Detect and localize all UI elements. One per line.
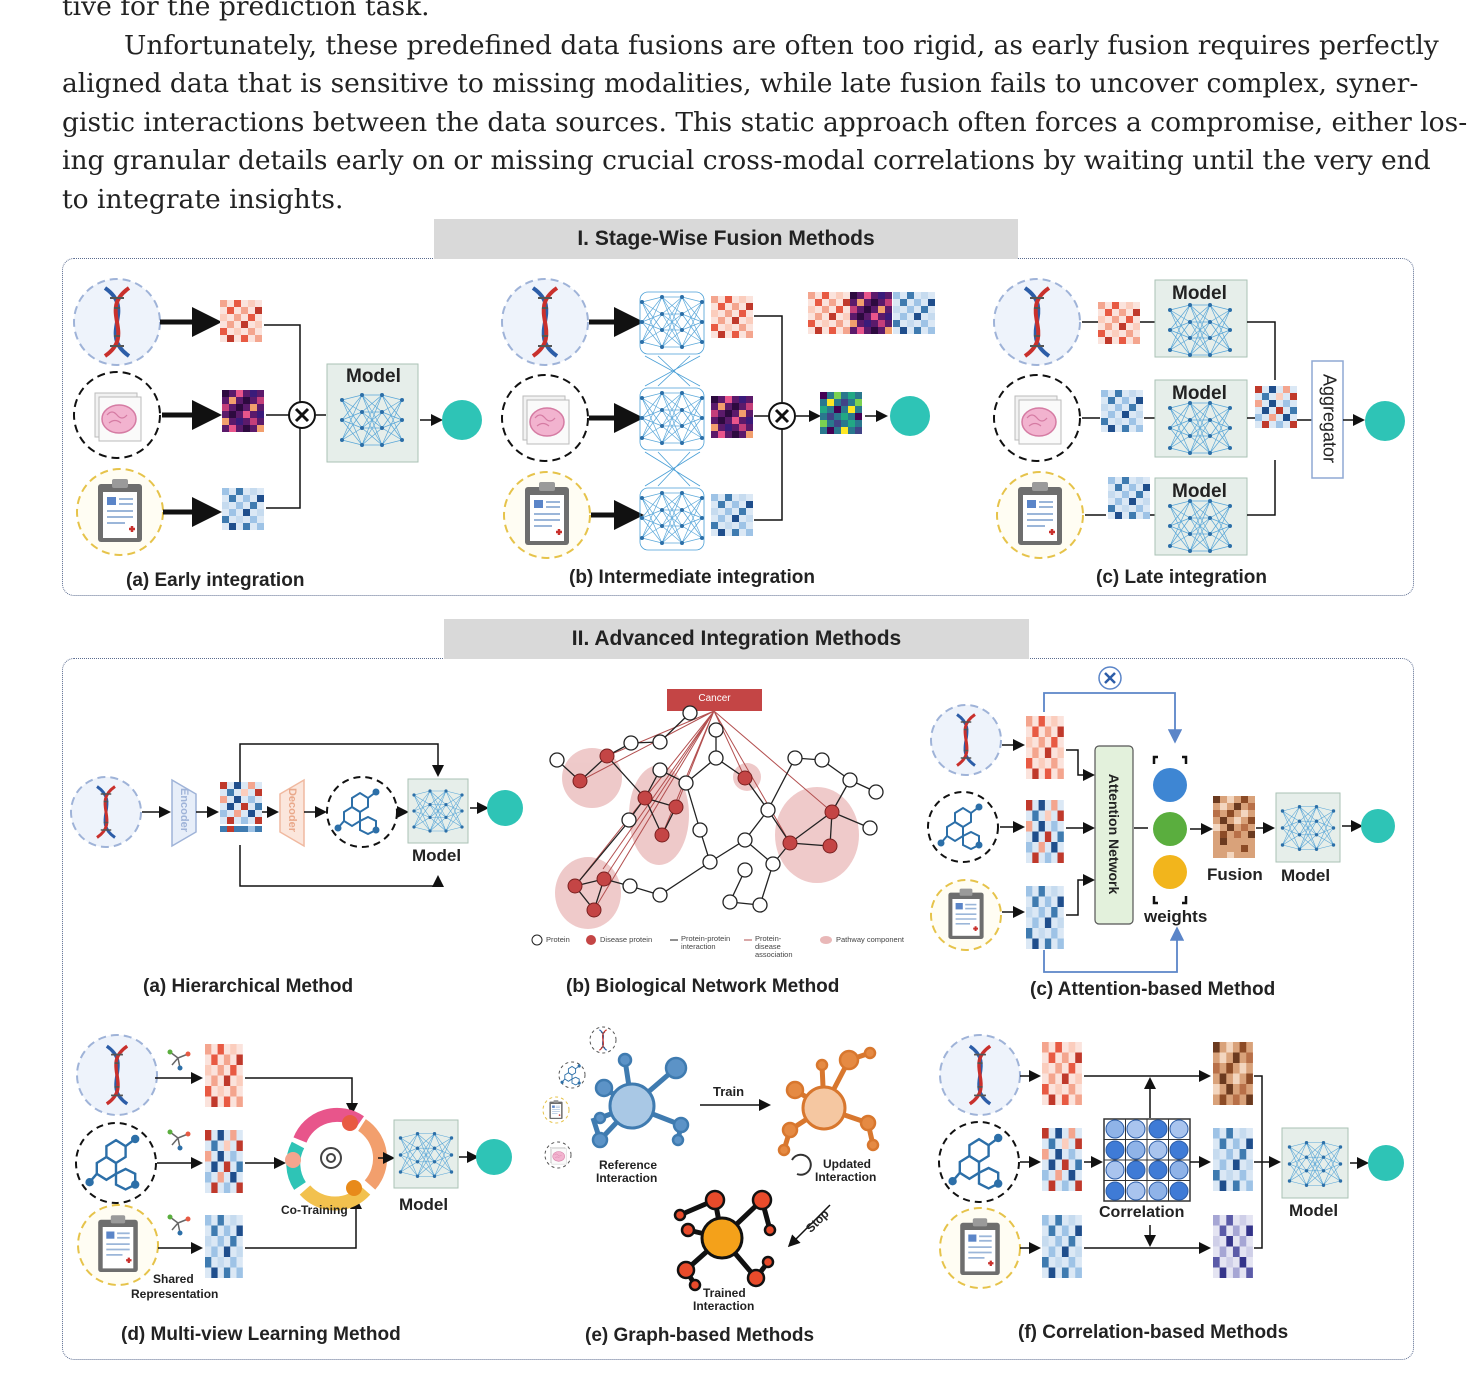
correlation-label: Correlation (1099, 1204, 1185, 1221)
correlation-diagram (938, 1034, 1404, 1289)
attention-diagram (927, 666, 1395, 973)
caption-early-integration: (a) Early integration (126, 570, 305, 591)
paragraph-line: aligned data that is sensitive to missin… (62, 68, 1419, 99)
model-label: Model (412, 846, 462, 865)
model-label: Model (1289, 1201, 1339, 1220)
encoder-label: Encoder (178, 787, 190, 832)
shared-label: Shared (153, 1272, 194, 1286)
aggregator-box (1311, 360, 1344, 479)
model-label: Model (1281, 866, 1331, 885)
caption-graph-based: (e) Graph-based Methods (585, 1325, 815, 1346)
legend-protein: Protein (546, 935, 570, 944)
paragraph-line: gistic interactions between the data sou… (62, 106, 1468, 138)
paragraph-line: to integrate insights. (62, 183, 344, 215)
graph-based-diagram (542, 1026, 880, 1292)
decoder-label: Decoder (286, 787, 298, 833)
legend-pda: Protein-disease association (755, 934, 793, 959)
co-training-label: Co-Training (281, 1203, 348, 1217)
legend-disease-protein: Disease protein (600, 935, 653, 944)
representation-label: Representation (131, 1287, 219, 1301)
late-integration-diagram (993, 278, 1405, 559)
paragraph-line: ing granular details early on or missing… (62, 145, 1431, 176)
early-integration-diagram (73, 278, 482, 556)
caption-intermediate-integration: (b) Intermediate integration (569, 567, 815, 588)
caption-attention: (c) Attention-based Method (1030, 979, 1276, 1000)
encoder-shape (171, 778, 197, 848)
paragraph-line: Unfortunately, these predefined data fus… (124, 29, 1439, 61)
model-label: Model (346, 366, 401, 387)
brain-slide-icon (94, 392, 142, 442)
model-label: Model (1172, 283, 1227, 304)
paragraph-line: tive for the prediction task. (62, 0, 430, 22)
updated-label: Updated (823, 1157, 871, 1171)
legend-ppi: Protein-protein interaction (681, 934, 731, 951)
hierarchical-diagram (70, 743, 523, 887)
clinical-clipboard-icon (96, 477, 144, 544)
section-title: II. Advanced Integration Methods (444, 619, 1029, 659)
multiply-icon (287, 400, 317, 430)
cancer-node-label: Cancer (698, 693, 731, 704)
trained-label: Trained (703, 1286, 746, 1300)
biological-network-diagram (531, 689, 884, 946)
decoder-shape (279, 778, 305, 848)
attention-network-label: Attention Network (1106, 773, 1122, 895)
model-label: Model (1172, 481, 1227, 502)
intro-paragraph: tive for the prediction task. Unfortunat… (62, 0, 1468, 219)
model-label: Model (1172, 383, 1227, 404)
cycle-icon (791, 1153, 812, 1176)
model-label: Model (399, 1195, 449, 1214)
caption-late-integration: (c) Late integration (1096, 567, 1268, 588)
reference-interaction-label: Interaction (596, 1171, 658, 1185)
train-label: Train (713, 1084, 745, 1099)
multiview-diagram (75, 1034, 512, 1286)
attention-network-box (1094, 745, 1134, 925)
fusion-label: Fusion (1207, 865, 1263, 884)
co-training-cycle-icon (285, 1107, 388, 1211)
caption-hierarchical: (a) Hierarchical Method (143, 976, 354, 997)
intermediate-integration-diagram (501, 278, 935, 559)
gear-icon (320, 1147, 342, 1169)
trained-interaction-label: Interaction (693, 1299, 755, 1313)
aggregator-label: Aggregator (1319, 373, 1340, 464)
weights-label: weights (1144, 907, 1208, 926)
caption-biological-network: (b) Biological Network Method (566, 976, 840, 997)
caption-correlation: (f) Correlation-based Methods (1018, 1322, 1289, 1343)
legend-pathway: Pathway component (836, 935, 904, 944)
updated-interaction-label: Interaction (815, 1170, 877, 1184)
output-circle-icon (442, 400, 482, 440)
reference-label: Reference (599, 1158, 658, 1172)
section-title: I. Stage-Wise Fusion Methods (434, 219, 1018, 259)
caption-multiview: (d) Multi-view Learning Method (121, 1324, 401, 1345)
